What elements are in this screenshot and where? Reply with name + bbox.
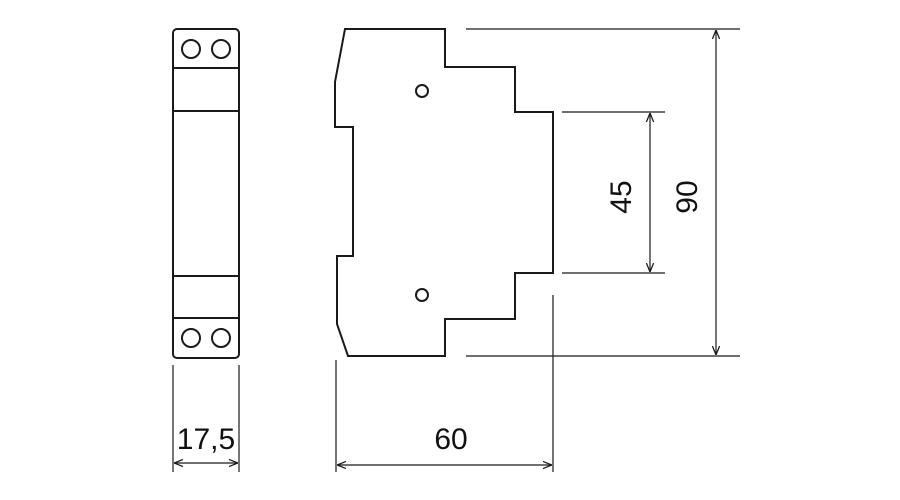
terminal-screw-icon <box>211 39 231 59</box>
depth-label: 60 <box>434 423 467 456</box>
height-dimension: 90 <box>466 28 740 357</box>
rail-height-dimension: 45 <box>562 111 665 274</box>
terminal-screw-icon <box>181 328 201 348</box>
terminal-screw-icon <box>181 39 201 59</box>
front-body <box>172 28 240 359</box>
height-label: 90 <box>671 180 704 213</box>
width-dimension: 17,5 <box>172 365 240 472</box>
mounting-hole-icon <box>415 288 429 302</box>
side-profile <box>334 28 554 357</box>
terminal-screw-icon <box>211 328 231 348</box>
side-view <box>334 28 554 357</box>
mounting-hole-icon <box>415 84 429 98</box>
depth-dimension: 60 <box>335 295 554 472</box>
rail-height-label: 45 <box>605 180 638 213</box>
front-view <box>172 28 240 359</box>
width-label: 17,5 <box>177 423 235 456</box>
